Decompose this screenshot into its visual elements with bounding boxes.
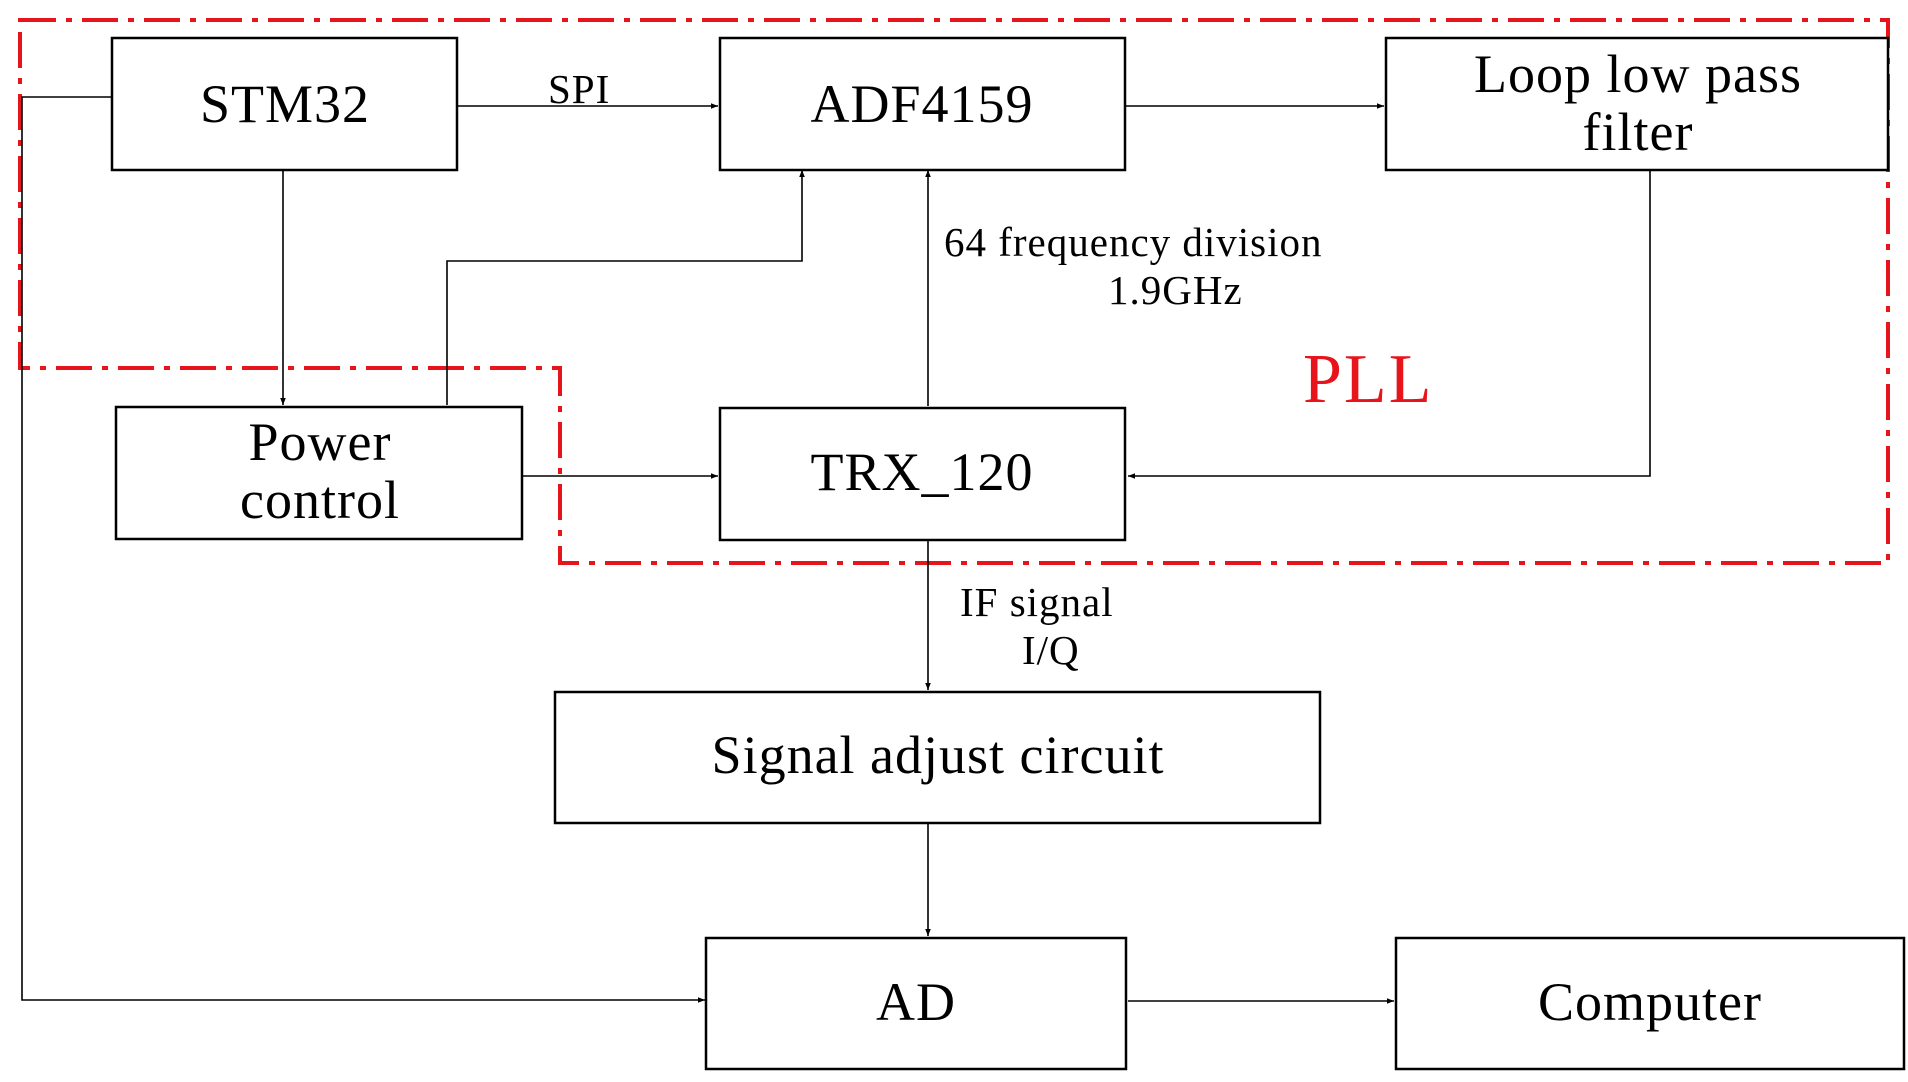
power-control-label-line2: control (240, 470, 400, 530)
ad-label: AD (876, 972, 956, 1032)
freq-division-label-line1: 64 frequency division (944, 219, 1323, 265)
adf4159-block: ADF4159 (718, 36, 1127, 172)
stm32-label: STM32 (200, 74, 370, 134)
connector-stm32-to-ad (21, 96, 705, 1003)
signal-adjust-circuit-block: Signal adjust circuit (553, 690, 1322, 825)
stm32-block: STM32 (110, 36, 459, 172)
freq-division-label-line2: 1.9GHz (1108, 267, 1243, 313)
signal-adjust-label: Signal adjust circuit (712, 725, 1165, 785)
connector-loop-filter-to-trx120 (1128, 170, 1651, 479)
pll-region-label: PLL (1303, 341, 1433, 418)
loop-low-pass-filter-block: Loop low pass filter (1384, 36, 1890, 172)
loop-filter-label-line2: filter (1583, 102, 1694, 162)
ad-block: AD (704, 936, 1128, 1071)
if-signal-label-line1: IF signal (960, 579, 1114, 625)
power-control-block: Power control (114, 405, 524, 541)
power-control-label-line1: Power (249, 412, 392, 472)
trx120-label: TRX_120 (811, 442, 1034, 502)
trx120-block: TRX_120 (718, 406, 1127, 542)
computer-label: Computer (1538, 972, 1762, 1032)
spi-label: SPI (548, 66, 610, 112)
loop-filter-label-line1: Loop low pass (1474, 44, 1802, 104)
connector-power-control-to-adf4159 (446, 170, 805, 405)
computer-block: Computer (1394, 936, 1906, 1071)
pll-region-border (18, 18, 1890, 565)
if-signal-label-line2: I/Q (1022, 627, 1080, 673)
adf4159-label: ADF4159 (810, 74, 1033, 134)
